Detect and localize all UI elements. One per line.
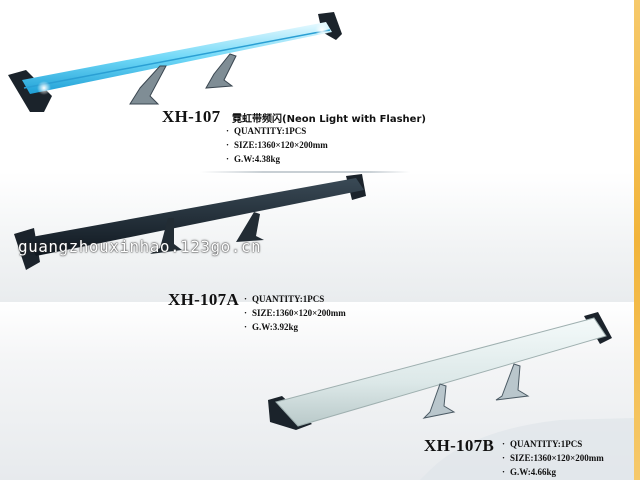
spec-list: QUANTITY:1PCS SIZE:1360×120×200mm G.W:4.… bbox=[226, 124, 328, 166]
wing-xh-107 bbox=[8, 12, 342, 112]
wing-blade bbox=[22, 22, 332, 94]
neon-strip bbox=[23, 29, 331, 89]
stand-right bbox=[205, 53, 237, 89]
flasher-left bbox=[37, 81, 51, 95]
stand-left bbox=[422, 383, 456, 419]
model-label: XH-107A bbox=[168, 290, 240, 309]
stand-left bbox=[150, 218, 182, 254]
spec-list: QUANTITY:1PCS SIZE:1360×120×200mm G.W:4.… bbox=[502, 437, 604, 479]
wing-blade bbox=[26, 178, 364, 256]
model-label: XH-107 bbox=[162, 107, 221, 126]
flasher-right bbox=[315, 23, 329, 37]
watermark-text: guangzhouxinhao.123go.cn bbox=[18, 237, 262, 256]
stand-right bbox=[236, 212, 264, 242]
wing-blade bbox=[275, 317, 607, 427]
spec-size: SIZE:1360×120×200mm bbox=[226, 138, 328, 152]
spec-size: SIZE:1360×120×200mm bbox=[244, 306, 346, 320]
spec-list: QUANTITY:1PCS SIZE:1360×120×200mm G.W:3.… bbox=[244, 292, 346, 334]
stand-right bbox=[495, 363, 530, 401]
product-title: 霓虹带频闪(Neon Light with Flasher) bbox=[232, 114, 426, 125]
spec-quantity: QUANTITY:1PCS bbox=[502, 437, 604, 451]
spec-weight: G.W:3.92kg bbox=[244, 320, 346, 334]
divider-line bbox=[200, 171, 410, 173]
spec-quantity: QUANTITY:1PCS bbox=[226, 124, 328, 138]
page-border bbox=[634, 0, 640, 480]
wing-xh-107a bbox=[14, 174, 366, 270]
spec-weight: G.W:4.38kg bbox=[226, 152, 328, 166]
spec-quantity: QUANTITY:1PCS bbox=[244, 292, 346, 306]
spec-size: SIZE:1360×120×200mm bbox=[502, 451, 604, 465]
stand-left bbox=[129, 65, 167, 105]
model-label: XH-107B bbox=[424, 436, 495, 455]
spec-weight: G.W:4.66kg bbox=[502, 465, 604, 479]
